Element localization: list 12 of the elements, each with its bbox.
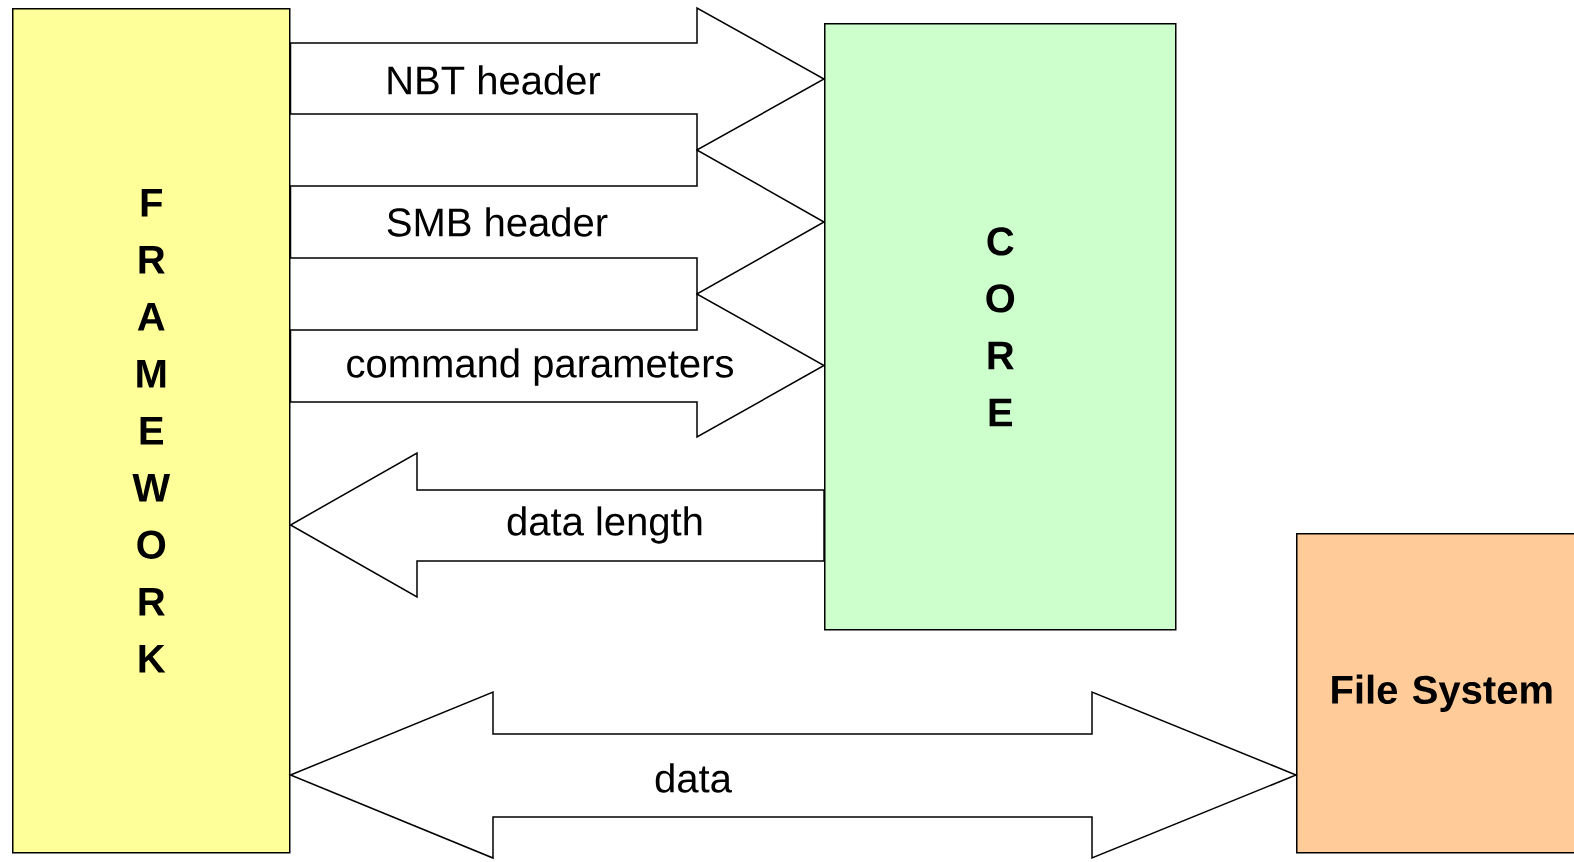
process-box: CORE xyxy=(824,23,1177,631)
edge-label: data length xyxy=(507,506,702,544)
edge-label: SMB header xyxy=(387,207,608,237)
block-arrow xyxy=(289,451,825,599)
edge-label: command parameters xyxy=(347,348,733,386)
block-arrow xyxy=(289,292,826,439)
block-arrow xyxy=(289,6,826,152)
process-box: File System xyxy=(1296,533,1574,854)
edge-label: NBT header xyxy=(388,65,601,95)
block-arrow xyxy=(289,148,826,296)
process-box: FRAMEWORK xyxy=(12,8,291,854)
edge-label: data xyxy=(655,763,732,793)
